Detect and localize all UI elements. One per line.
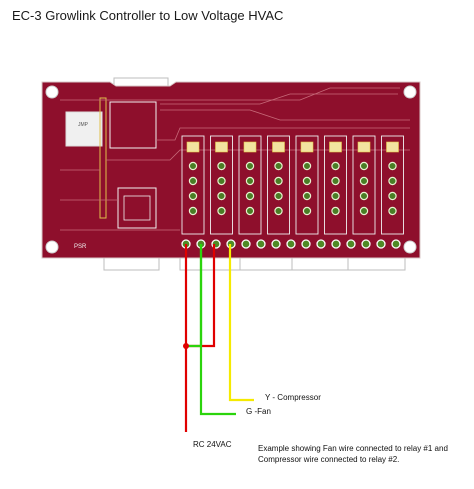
pcb-traces (60, 87, 410, 231)
relay-pad (331, 206, 340, 216)
note-line-1: Example showing Fan wire connected to re… (258, 444, 448, 453)
relay-outline (181, 135, 205, 235)
relay-pad (217, 176, 226, 186)
relay-outline (381, 135, 404, 235)
pcb-trace (160, 109, 410, 121)
jumper-block (65, 111, 103, 147)
pcb-trace (156, 127, 410, 141)
compressor-wire-yellow (228, 244, 254, 402)
relay-outline (238, 135, 262, 235)
relay-pad (245, 176, 255, 186)
relay-pad (302, 191, 312, 201)
relay-outline (324, 135, 347, 235)
relay-pad (388, 161, 397, 171)
relay-pad (302, 176, 312, 186)
relay-pad (188, 176, 198, 186)
relay-pad (359, 161, 369, 171)
terminal-block (181, 239, 401, 249)
relay-component (215, 141, 228, 153)
relay-pad (274, 161, 283, 171)
mount-hole (403, 85, 417, 99)
terminal-screw (301, 239, 311, 249)
mcu-chip (109, 101, 157, 149)
relay-pad (245, 206, 255, 216)
relay-pad (245, 161, 255, 171)
relay-pad (388, 191, 397, 201)
terminal-screw (346, 239, 356, 249)
relay-pad (188, 206, 198, 216)
relay-pad (359, 206, 369, 216)
relay-pad (274, 176, 283, 186)
relay-pad (217, 206, 226, 216)
relay-component (272, 141, 285, 153)
terminal-screw (391, 239, 401, 249)
controller-components: JMP PSR (65, 97, 157, 250)
terminal-screw (271, 239, 281, 249)
mount-hole (45, 85, 59, 99)
relay-component (329, 141, 342, 153)
pcb-board (41, 81, 421, 259)
relay-pad (359, 176, 369, 186)
terminal-screw (316, 239, 326, 249)
terminal-screw (256, 239, 266, 249)
relay-pad (245, 191, 255, 201)
example-note: Example showing Fan wire connected to re… (258, 443, 463, 465)
note-line-2: Compressor wire connected to relay #2. (258, 455, 400, 464)
relay-pad (388, 176, 397, 186)
terminal-screw (331, 239, 341, 249)
relay-pad (331, 176, 340, 186)
relay-outline (267, 135, 290, 235)
wire-junction (183, 343, 189, 349)
relay-pad (217, 161, 226, 171)
hvac-wires (183, 244, 254, 432)
pcb-trace (106, 149, 410, 161)
terminal-screw (376, 239, 386, 249)
relay-outline (295, 135, 319, 235)
terminal-screw (286, 239, 296, 249)
relay-pad (331, 161, 340, 171)
diagram-title: EC-3 Growlink Controller to Low Voltage … (12, 8, 284, 23)
relay-pad (188, 161, 198, 171)
fan-wire-label: G -Fan (246, 407, 271, 416)
relay-pad (302, 161, 312, 171)
relay-component (386, 141, 399, 153)
relay-outline (210, 135, 233, 235)
mount-hole (45, 240, 59, 254)
board-logo: PSR (74, 244, 87, 250)
jumper-label: JMP (78, 122, 89, 128)
relay-component (243, 141, 257, 153)
terminal-screw (241, 239, 251, 249)
relay-component (357, 141, 371, 153)
terminal-screw (361, 239, 371, 249)
mounting-holes (45, 85, 417, 254)
relay-pad (388, 206, 397, 216)
mount-hole (403, 240, 417, 254)
common-wire-label: RC 24VAC (193, 440, 232, 449)
regulator-inner (123, 195, 151, 221)
relay-pad (331, 191, 340, 201)
relay-component (186, 141, 200, 153)
compressor-wire-label: Y - Compressor (265, 393, 321, 402)
relay-bank (181, 135, 404, 235)
header-strip (99, 97, 107, 219)
relay-pad (302, 206, 312, 216)
relay-pad (217, 191, 226, 201)
relay-pad (274, 206, 283, 216)
relay-outline (352, 135, 376, 235)
relay-component (300, 141, 314, 153)
pcb-trace (160, 93, 398, 105)
relay-pad (274, 191, 283, 201)
relay-pad (188, 191, 198, 201)
regulator (117, 187, 157, 229)
relay-pad (359, 191, 369, 201)
